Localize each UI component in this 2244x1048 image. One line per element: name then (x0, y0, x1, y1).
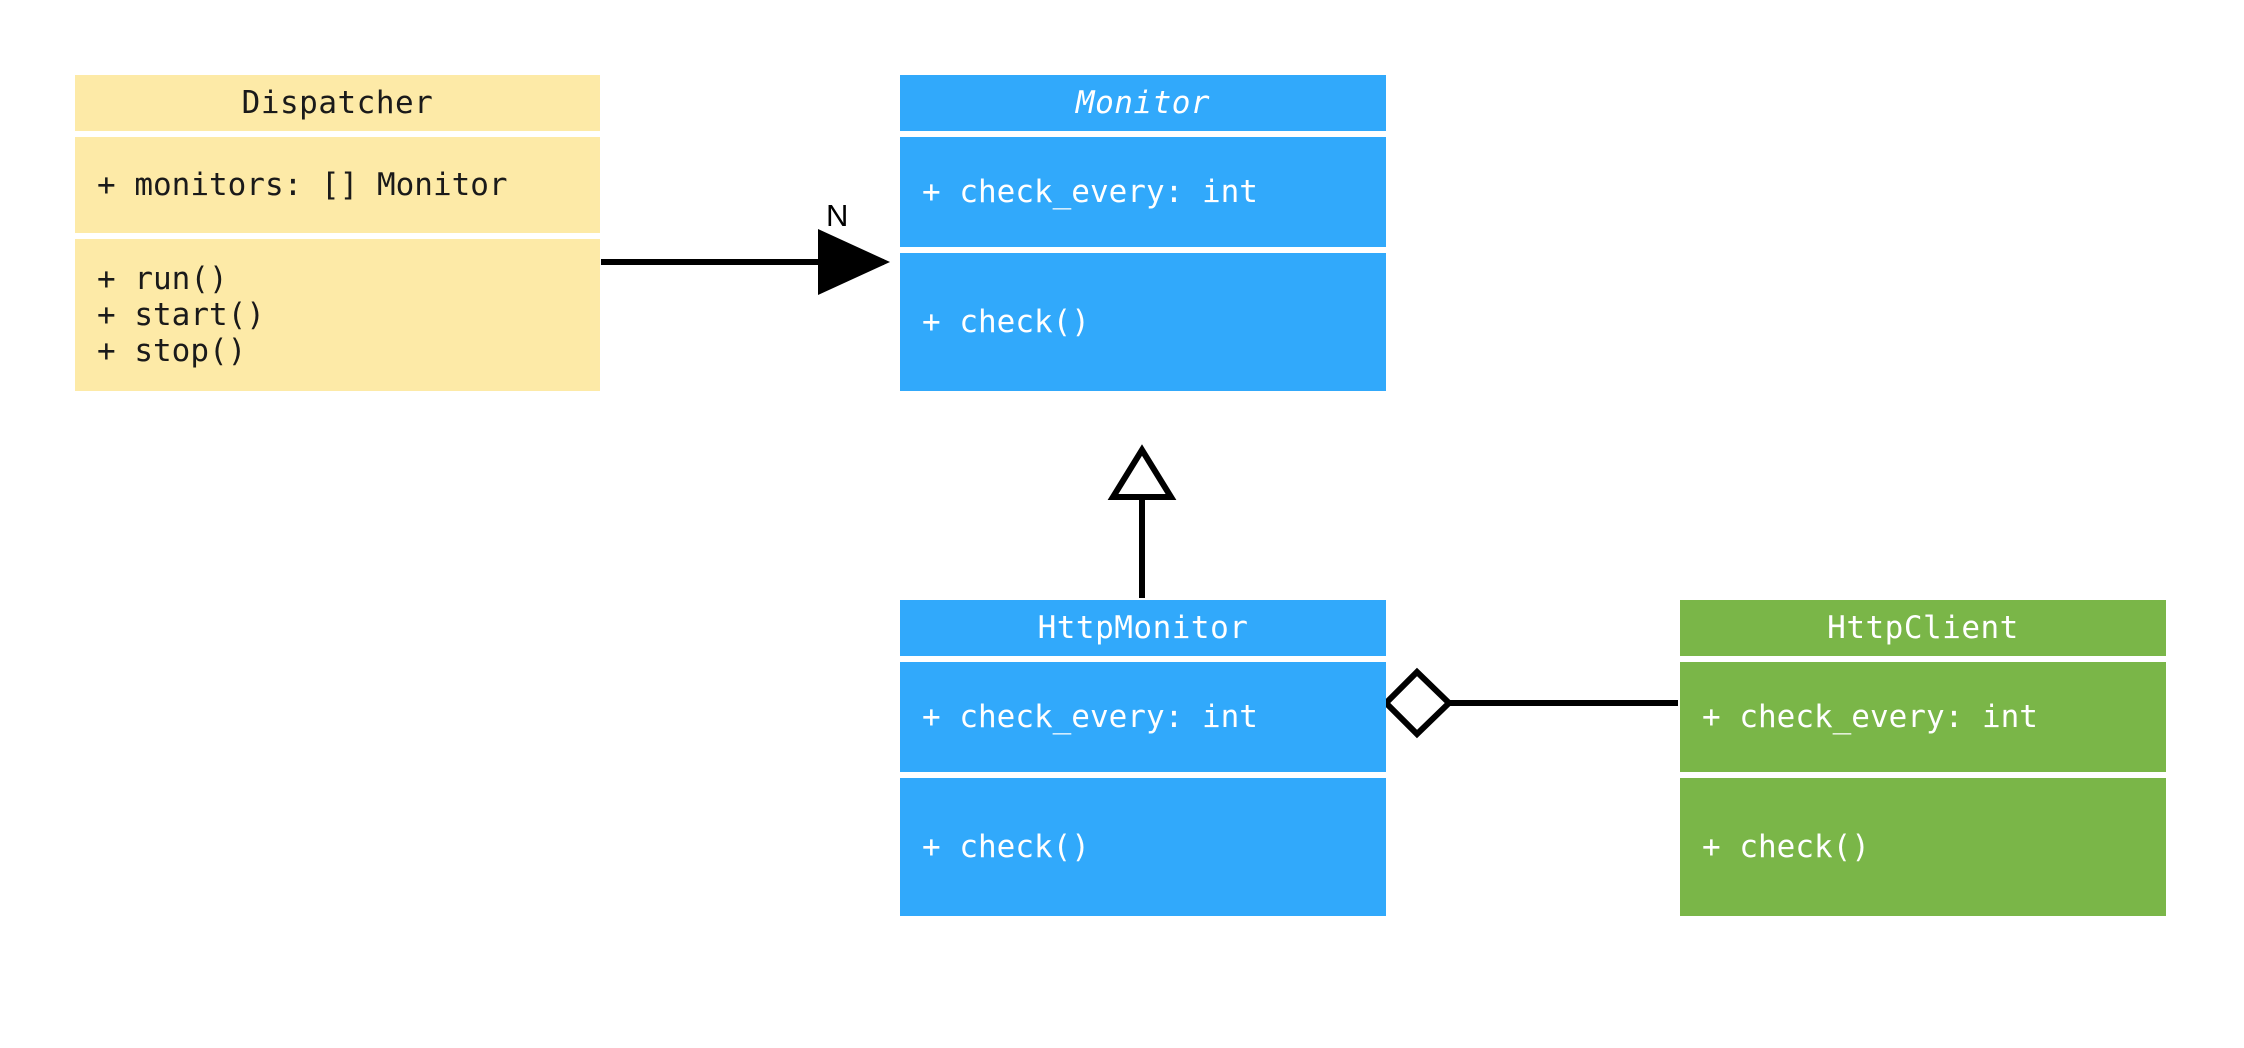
hollow-diamond-icon (1381, 667, 1454, 739)
class-title-dispatcher: Dispatcher (75, 75, 600, 131)
class-methods-dispatcher: + run() + start() + stop() (75, 239, 600, 391)
attribute-row: + check_every: int (922, 173, 1258, 210)
class-box-dispatcher[interactable]: Dispatcher + monitors: [] Monitor + run(… (75, 75, 600, 391)
class-title-httpclient: HttpClient (1680, 600, 2166, 656)
method-row: + check() (922, 303, 1090, 340)
class-title-monitor: Monitor (900, 75, 1386, 131)
attribute-row: + check_every: int (1702, 698, 2038, 735)
method-row: + start() (97, 296, 265, 333)
method-row: + check() (922, 828, 1090, 865)
method-row: + run() (97, 260, 228, 297)
class-box-httpclient[interactable]: HttpClient + check_every: int + check() (1680, 600, 2166, 916)
edge-httpmonitor-monitor (1107, 444, 1177, 598)
attribute-row: + monitors: [] Monitor (97, 166, 508, 203)
method-row: + check() (1702, 828, 1870, 865)
attribute-row: + check_every: int (922, 698, 1258, 735)
class-attributes-httpclient: + check_every: int (1680, 662, 2166, 772)
hollow-triangle-icon (1107, 444, 1177, 500)
method-row: + stop() (97, 333, 247, 370)
class-attributes-monitor: + check_every: int (900, 137, 1386, 247)
class-box-httpmonitor[interactable]: HttpMonitor + check_every: int + check() (900, 600, 1386, 916)
class-title-httpmonitor: HttpMonitor (900, 600, 1386, 656)
class-methods-monitor: + check() (900, 253, 1386, 391)
edge-label-multiplicity: N (826, 198, 849, 233)
class-attributes-httpmonitor: + check_every: int (900, 662, 1386, 772)
class-box-monitor[interactable]: Monitor + check_every: int + check() (900, 75, 1386, 391)
class-methods-httpclient: + check() (1680, 778, 2166, 916)
class-methods-httpmonitor: + check() (900, 778, 1386, 916)
edge-httpmonitor-httpclient (1381, 667, 1678, 739)
class-attributes-dispatcher: + monitors: [] Monitor (75, 137, 600, 233)
